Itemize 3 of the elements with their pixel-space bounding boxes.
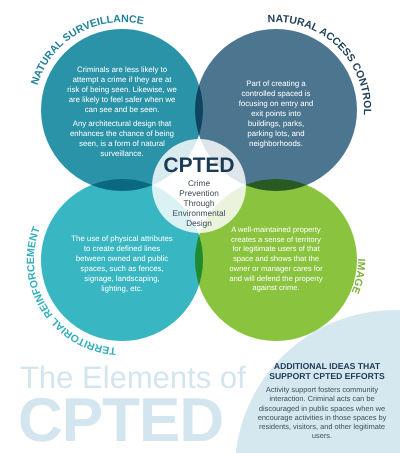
subtitle-text: Crime Prevention Through Environmental Design bbox=[171, 179, 227, 229]
heading-text: CPTED bbox=[162, 155, 236, 176]
heading-text: ADDITIONAL IDEAS THAT SUPPORT CPTED EFFORTS bbox=[268, 362, 386, 382]
